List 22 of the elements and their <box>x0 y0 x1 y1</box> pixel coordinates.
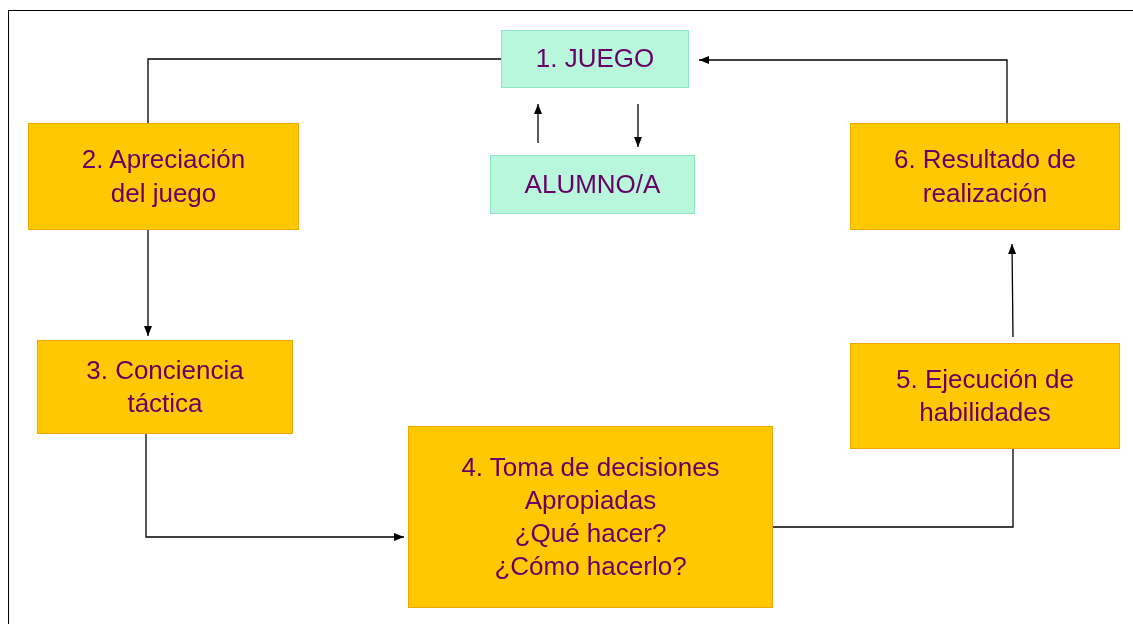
process-box <box>408 426 773 608</box>
arrow <box>533 103 543 144</box>
process-box <box>28 123 299 230</box>
box-label: 4. Toma de decisiones Apropiadas <box>460 450 721 517</box>
box-label: 5. Ejecución de habilidades <box>895 363 1075 429</box>
arrow <box>1007 243 1017 338</box>
process-box <box>501 30 689 88</box>
arrow <box>145 433 405 542</box>
box-label: 2. Apreciación del juego <box>80 143 247 210</box>
arrow <box>143 229 153 337</box>
process-box <box>490 155 695 214</box>
box-label: 6. Resultado de realización <box>892 143 1078 210</box>
arrow <box>633 103 643 148</box>
process-box <box>37 340 293 434</box>
box-label: ¿Qué hacer? <box>514 517 667 550</box>
box-label: 3. Conciencia táctica <box>85 354 245 420</box>
arrow <box>698 55 1008 124</box>
box-label: ¿Cómo hacerlo? <box>494 550 687 583</box>
process-box <box>850 343 1120 449</box>
box-label: 1. JUEGO <box>535 42 655 76</box>
box-label: ALUMNO/A <box>524 168 661 201</box>
process-box <box>850 123 1120 230</box>
